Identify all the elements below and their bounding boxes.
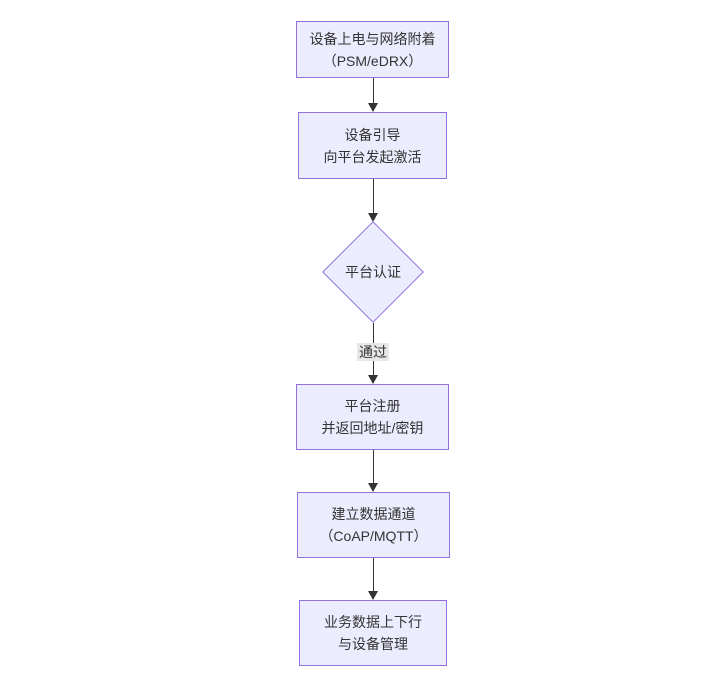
node-label: 并返回地址/密钥 <box>321 420 424 436</box>
edge-label-pass: 通过 <box>357 343 389 361</box>
arrowhead-down-icon <box>368 213 378 222</box>
arrowhead-down-icon <box>368 103 378 112</box>
decision-platform-auth: 平台认证 <box>322 221 424 323</box>
node-label: 设备引导 <box>344 126 401 143</box>
node-label: 平台认证 <box>345 264 401 280</box>
edge-line <box>372 558 374 595</box>
edge-line <box>372 78 374 107</box>
edge-line <box>372 179 374 217</box>
node-business-data-device-mgmt: 业务数据上下行 与设备管理 <box>299 600 447 666</box>
node-label: 向平台发起激活 <box>323 148 422 165</box>
edge-arrow-2 <box>367 179 379 222</box>
node-label: （PSM/eDRX） <box>322 52 423 69</box>
arrowhead-down-icon <box>368 375 378 384</box>
node-data-channel: 建立数据通道 （CoAP/MQTT） <box>297 492 450 558</box>
node-platform-register: 平台注册 并返回地址/密钥 <box>296 384 449 450</box>
node-label: （CoAP/MQTT） <box>319 528 428 544</box>
edge-line <box>372 450 374 487</box>
edge-arrow-4 <box>367 450 379 492</box>
node-label: 设备上电与网络附着 <box>309 30 436 47</box>
node-label: 与设备管理 <box>338 636 408 652</box>
node-label: 业务数据上下行 <box>324 614 422 630</box>
arrowhead-down-icon <box>368 591 378 600</box>
node-label: 建立数据通道 <box>331 506 416 522</box>
node-device-bootstrap: 设备引导 向平台发起激活 <box>298 112 447 179</box>
edge-arrow-1 <box>367 78 379 112</box>
arrowhead-down-icon <box>368 483 378 492</box>
edge-arrow-5 <box>367 558 379 600</box>
node-label: 平台注册 <box>344 398 401 414</box>
node-power-on-network-attach: 设备上电与网络附着 （PSM/eDRX） <box>296 21 449 78</box>
